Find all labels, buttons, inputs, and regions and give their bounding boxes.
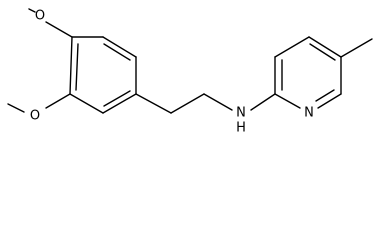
bond-benzene-c6-c1 <box>69 36 73 95</box>
bond-benzene-c2-c3-inner <box>103 43 131 61</box>
bond-o-left-methyl <box>7 103 25 113</box>
bond-pyridine-c4-c5 <box>308 36 342 58</box>
bond-ch2-ch2 <box>170 93 205 114</box>
bond-pyridine-c6-n <box>317 93 342 109</box>
bond-nh-pyridine <box>250 93 276 111</box>
bond-benzene-c5-c6 <box>69 93 104 114</box>
bond-pyridine-n-c2 <box>274 93 301 109</box>
atom-label-oxygen-top: O <box>35 9 45 24</box>
bond-benzene-c2-c3 <box>102 36 137 58</box>
atom-label-oxygen-left: O <box>30 109 40 124</box>
bond-pyridine-c3-c4 <box>274 36 310 58</box>
bond-ch2-nh <box>203 93 233 111</box>
bond-pyridine-methyl <box>340 38 373 58</box>
bond-ring-o-left <box>45 93 71 109</box>
bond-benzene-c6-c1-inner <box>75 43 79 91</box>
bond-ring-ch2 <box>135 93 172 114</box>
atom-label-pyridine-nitrogen: N <box>304 106 314 121</box>
bond-methyl-o-top <box>28 8 36 13</box>
bond-benzene-c4-c5 <box>102 93 137 114</box>
chemical-structure-diagram: O O N H N <box>7 8 373 136</box>
atom-label-amine-nitrogen: N <box>236 106 246 121</box>
bond-o-top-ring <box>45 21 73 38</box>
atom-label-amine-hydrogen: H <box>236 121 246 136</box>
bond-pyridine-c6-n-inner <box>315 89 335 102</box>
bond-pyridine-c4-c5-inner <box>309 43 336 61</box>
bond-benzene-c4-c5-inner <box>103 90 131 107</box>
